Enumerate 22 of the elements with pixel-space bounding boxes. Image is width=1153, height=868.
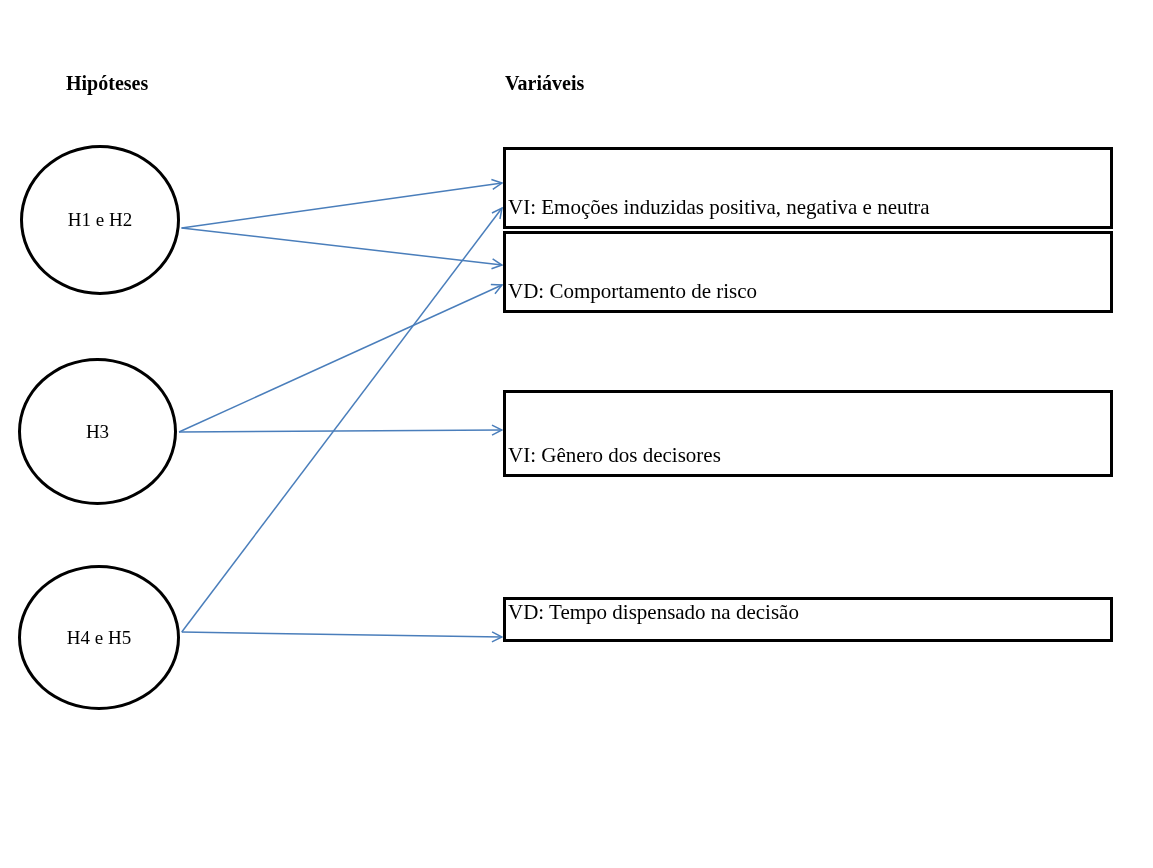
hypothesis-ellipse — [18, 565, 180, 710]
arrow — [181, 207, 503, 633]
hypothesis-ellipse — [20, 145, 180, 295]
variable-box — [503, 147, 1113, 229]
variable-box — [503, 390, 1113, 477]
hypothesis-label: H4 e H5 — [66, 626, 132, 649]
hypothesis-label: H1 e H2 — [67, 209, 133, 231]
hypothesis-label: H3 — [85, 420, 110, 443]
hypothesis-ellipse — [18, 358, 177, 505]
variable-label: VI: Emoções induzidas positiva, negativa e neutra — [508, 195, 930, 220]
arrow — [181, 631, 503, 643]
variable-label: VI: Gênero dos decisores — [508, 443, 721, 468]
column-heading: Hipóteses — [66, 72, 149, 95]
variable-label: VD: Tempo dispensado na decisão — [508, 600, 799, 625]
arrow — [180, 178, 503, 229]
variable-label: VD: Comportamento de risco — [508, 279, 758, 304]
arrow — [178, 283, 503, 433]
arrow — [180, 227, 503, 270]
variable-box — [503, 231, 1113, 313]
column-heading: Variáveis — [505, 72, 585, 95]
arrow — [178, 424, 503, 436]
variable-box — [503, 597, 1113, 642]
